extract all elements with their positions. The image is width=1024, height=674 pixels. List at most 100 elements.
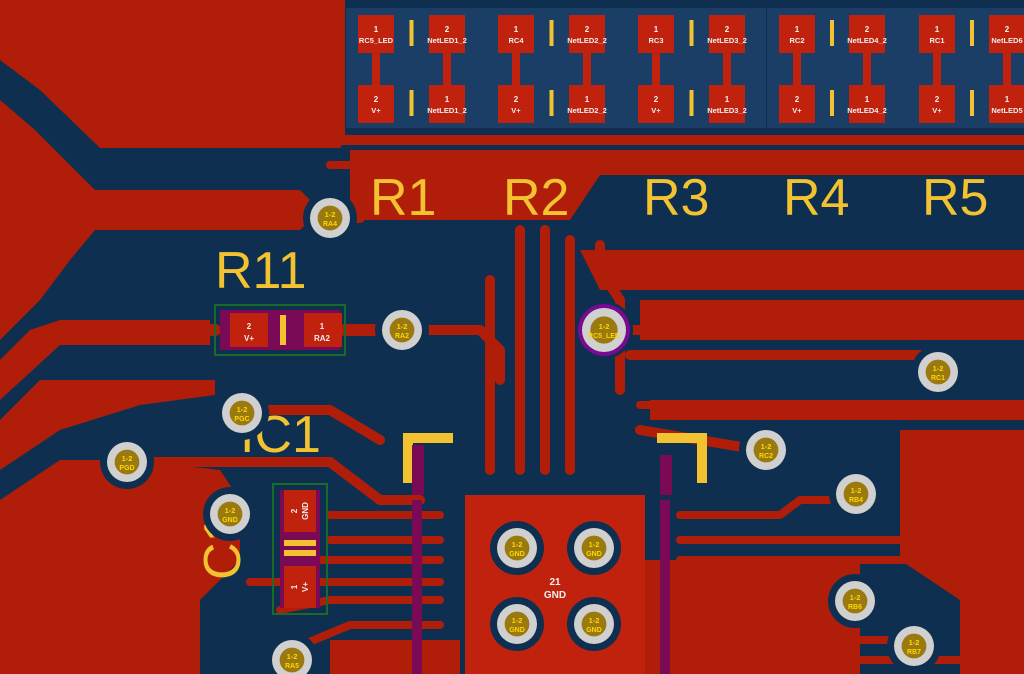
via-layer: 1-2 <box>851 486 862 495</box>
ic1-outline-marks <box>403 433 707 483</box>
pad-net: RC4 <box>508 36 524 45</box>
pad-number: 2 <box>374 95 379 104</box>
pad-net: RC1 <box>929 36 944 45</box>
pad-net: NetLED4_2 <box>847 36 887 45</box>
silk-tick <box>689 20 694 46</box>
via-net: RA4 <box>323 221 337 228</box>
via-net: PGD <box>119 465 134 472</box>
pad-net: NetLED3_2 <box>707 106 747 115</box>
r11-pad-number: 2 <box>247 322 252 331</box>
pad-number: 1 <box>795 25 800 34</box>
via-layer: 1-2 <box>933 364 944 373</box>
pad-net: NetLED2_2 <box>567 106 607 115</box>
pad-neck <box>583 53 591 85</box>
r11-pad-net: RA2 <box>314 334 331 343</box>
via-net: RA5 <box>285 663 299 670</box>
pad-net: NetLED6 <box>991 36 1022 45</box>
pad-neck <box>443 53 451 85</box>
designator-r4: R4 <box>783 169 849 227</box>
pad-number: 2 <box>445 25 450 34</box>
designator-r2: R2 <box>503 169 569 227</box>
pad-neck <box>863 53 871 85</box>
vias-layer: 1-2RA41-2RA21-2RC5_LED1-2RC11-2PGC1-2PGD… <box>100 191 965 674</box>
pad-number: 1 <box>445 95 450 104</box>
silk-tick <box>549 20 554 46</box>
via-net: GND <box>586 627 602 634</box>
pad-number: 2 <box>795 95 800 104</box>
r11-footprint <box>214 304 346 356</box>
pad-net: V+ <box>932 106 942 115</box>
pad-number: 2 <box>725 25 730 34</box>
via-net: GND <box>222 517 238 524</box>
pad-net: NetLED4_2 <box>847 106 887 115</box>
via-layer: 1-2 <box>512 616 523 625</box>
designator-r11: R11 <box>215 242 307 300</box>
via-net: RB6 <box>848 604 862 611</box>
c1-pad-number: 1 <box>290 584 299 589</box>
pad-net: V+ <box>511 106 521 115</box>
pad-number: 1 <box>865 95 870 104</box>
silk-tick <box>830 90 834 116</box>
via-layer: 1-2 <box>589 540 600 549</box>
resistor-pad: 2V+ <box>358 85 394 123</box>
pad-number: 1 <box>514 25 519 34</box>
via-net: GND <box>586 551 602 558</box>
pad-number: 2 <box>865 25 870 34</box>
resistor-array: 1RC5_LED2NetLED1_21RC42NetLED2_21RC32Net… <box>346 8 1024 128</box>
via-layer: 1-2 <box>122 454 133 463</box>
silk-tick <box>970 20 974 46</box>
ic1-pad-number: 21 <box>549 577 561 588</box>
via-layer: 1-2 <box>397 322 408 331</box>
pad-neck <box>1003 53 1011 85</box>
pad-number: 1 <box>1005 95 1010 104</box>
r11-pad-net: V+ <box>244 334 254 343</box>
pad-net: RC3 <box>648 36 663 45</box>
pad-number: 2 <box>935 95 940 104</box>
pad-net: NetLED1_2 <box>427 106 467 115</box>
via-net: RA2 <box>395 333 409 340</box>
pad-number: 2 <box>514 95 519 104</box>
pad-net: RC5_LED <box>359 36 394 45</box>
via-layer: 1-2 <box>325 210 336 219</box>
pad-number: 1 <box>585 95 590 104</box>
c1-pad-net: GND <box>301 502 310 520</box>
via-net: RB4 <box>849 497 863 504</box>
resistor-pad: 2V+ <box>919 85 955 123</box>
pad-number: 1 <box>935 25 940 34</box>
c1-pad-number: 2 <box>290 508 299 513</box>
resistor-pad: 2V+ <box>779 85 815 123</box>
silk-tick <box>409 20 414 46</box>
r11-pad-number: 1 <box>320 322 325 331</box>
ic1-center-pad: 21 GND <box>465 495 645 674</box>
c1-footprint <box>272 483 328 615</box>
via-net: PGC <box>234 416 249 423</box>
silk-tick <box>689 90 694 116</box>
via-layer: 1-2 <box>225 506 236 515</box>
resistor-pad: 2V+ <box>638 85 674 123</box>
pad-net: NetLED1_2 <box>427 36 467 45</box>
pad-net: V+ <box>371 106 381 115</box>
silk-tick <box>830 20 834 46</box>
